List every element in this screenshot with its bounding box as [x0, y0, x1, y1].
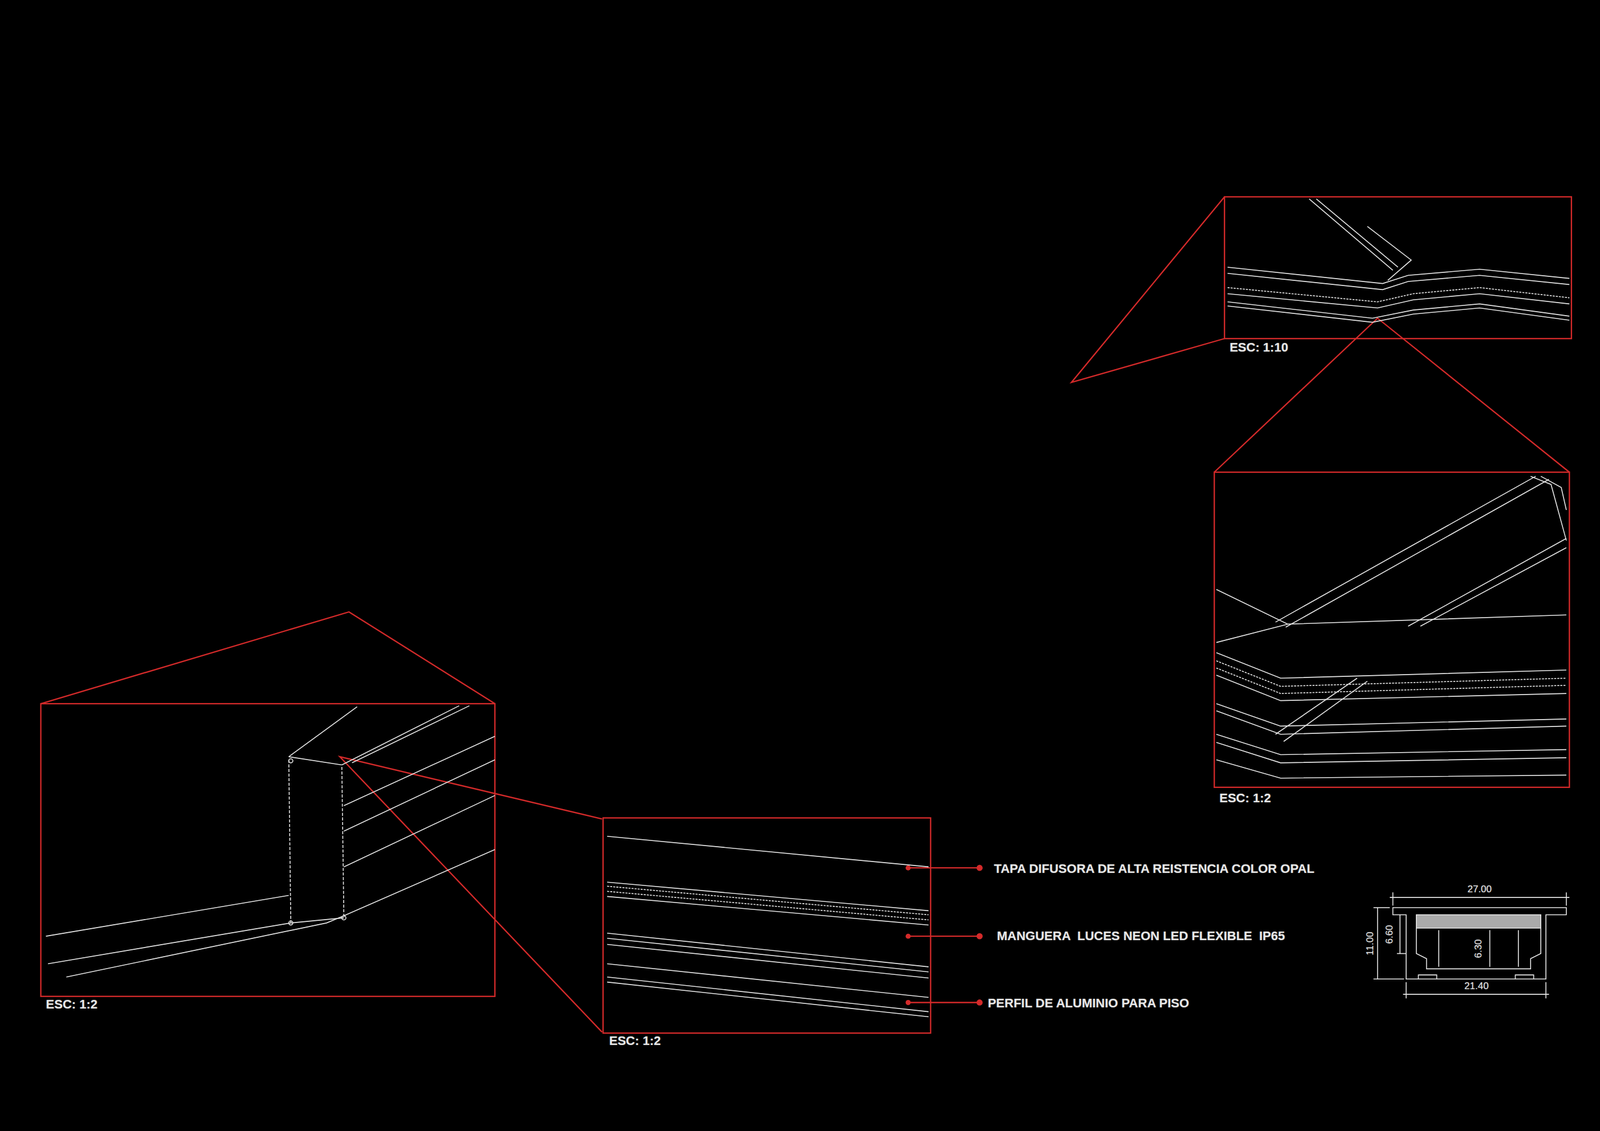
scale-label: ESC: 1:2	[46, 998, 98, 1012]
dimension-label: 6.30	[1473, 938, 1485, 960]
callout-label: PERFIL DE ALUMINIO PARA PISO	[987, 996, 1190, 1011]
callout-label: TAPA DIFUSORA DE ALTA REISTENCIA COLOR O…	[994, 862, 1315, 877]
dimension-label: 27.00	[1466, 884, 1493, 896]
dimension-label: 21.40	[1463, 981, 1490, 993]
dimension-label: 11.00	[1365, 930, 1376, 957]
scale-label: ESC: 1:2	[1219, 791, 1271, 806]
dimension-label: 6.60	[1384, 923, 1396, 946]
callout-label: MANGUERA LUCES NEON LED FLEXIBLE IP65	[996, 929, 1285, 944]
scale-label: ESC: 1:10	[1229, 340, 1289, 355]
scale-label: ESC: 1:2	[609, 1034, 661, 1049]
